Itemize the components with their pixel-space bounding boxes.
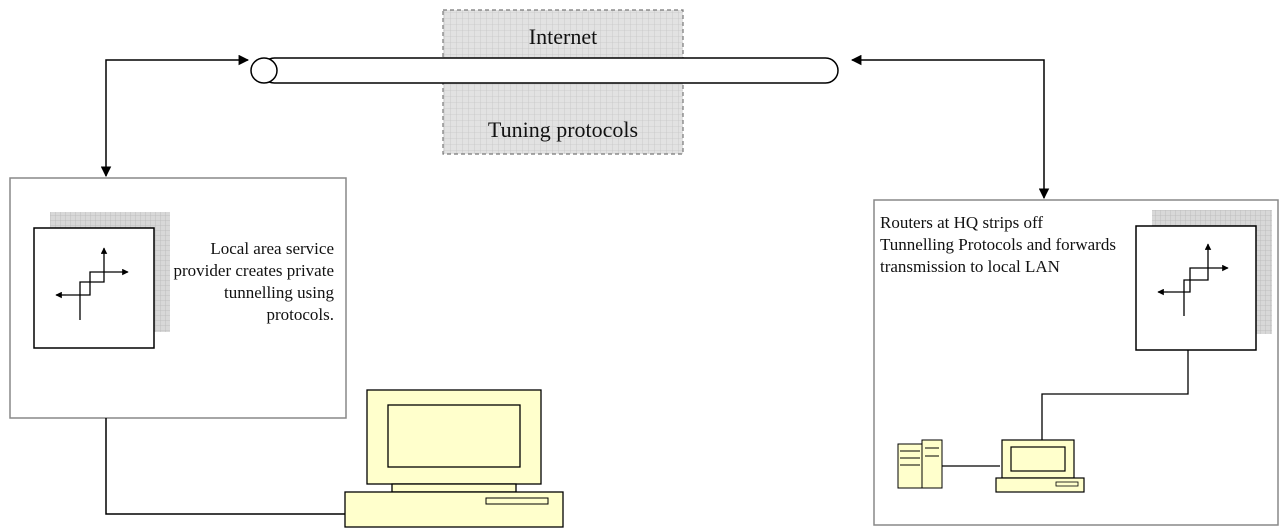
right-site-description: Routers at HQ strips off Tunnelling Prot… bbox=[880, 213, 1116, 276]
right-lan-cable bbox=[1041, 350, 1189, 440]
right-router-icon bbox=[1135, 210, 1272, 351]
left-site-description: Local area service provider creates priv… bbox=[173, 239, 334, 324]
left-router-icon bbox=[33, 212, 170, 349]
internet-label: Internet bbox=[528, 24, 598, 49]
right-computer-icon bbox=[995, 439, 1085, 493]
right-tunnel-connector bbox=[850, 54, 1050, 200]
tuning-protocols-label: Tuning protocols bbox=[487, 117, 639, 142]
left-computer-icon bbox=[344, 389, 564, 528]
tunnel-pipe bbox=[250, 57, 839, 84]
left-lan-cable bbox=[105, 418, 345, 515]
left-tunnel-connector bbox=[100, 54, 250, 178]
server-icon bbox=[897, 439, 943, 489]
